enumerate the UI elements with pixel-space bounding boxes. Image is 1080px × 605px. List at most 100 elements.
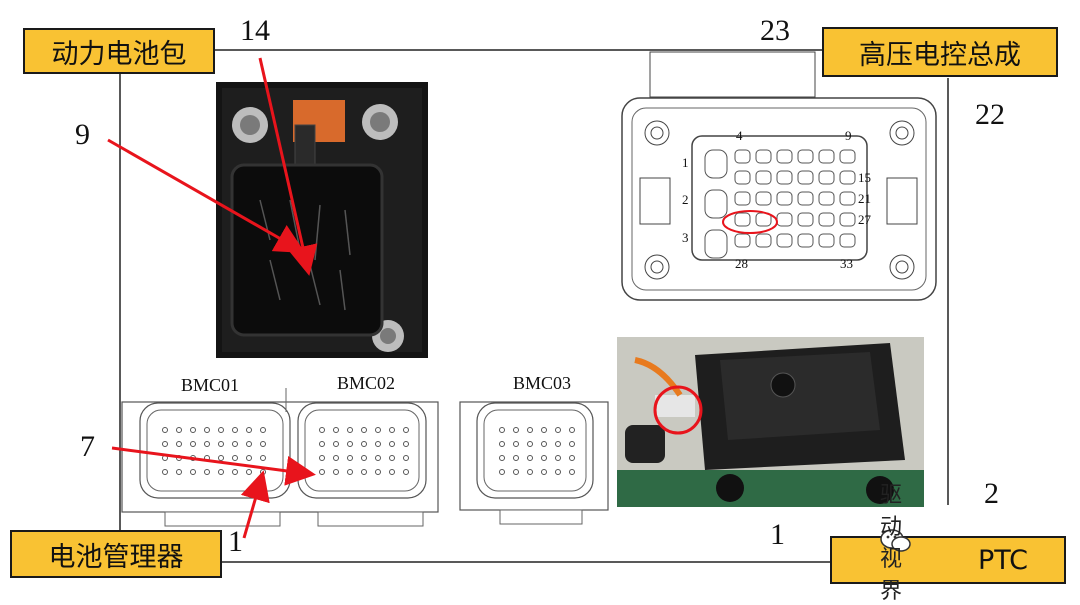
pin: [347, 455, 353, 461]
pin: [541, 455, 547, 461]
pin: [218, 427, 224, 433]
hv-pin: [734, 170, 751, 185]
pin: [319, 469, 325, 475]
pin: [260, 441, 266, 447]
pin: [361, 469, 367, 475]
hv-large-pin: [704, 189, 728, 219]
hv-pin: [839, 149, 856, 164]
pin: [527, 469, 533, 475]
hv-control-label: 高压电控总成: [822, 27, 1058, 77]
pin: [232, 469, 238, 475]
pin: [260, 427, 266, 433]
pin: [403, 427, 409, 433]
hv-connector-drawing: [621, 97, 937, 301]
wire-number-23: 23: [760, 14, 790, 47]
pin: [499, 455, 505, 461]
pin-label-15: 15: [858, 170, 871, 185]
pin: [499, 441, 505, 447]
pin: [569, 441, 575, 447]
pin: [333, 441, 339, 447]
pin: [555, 441, 561, 447]
pin: [555, 469, 561, 475]
pin: [541, 427, 547, 433]
hv-pin: [797, 170, 814, 185]
pin-label-9: 9: [845, 128, 852, 143]
pin: [319, 455, 325, 461]
pin: [319, 427, 325, 433]
watermark-text: 驱动视界: [880, 483, 903, 604]
wire-number-9: 9: [75, 118, 90, 151]
pin: [375, 427, 381, 433]
pin: [162, 427, 168, 433]
pin: [513, 441, 519, 447]
pin: [541, 441, 547, 447]
pin: [246, 441, 252, 447]
wire-number-1-left: 1: [228, 525, 243, 558]
pin: [347, 427, 353, 433]
pin: [403, 469, 409, 475]
pin: [204, 469, 210, 475]
pin: [204, 427, 210, 433]
hv-pin: [818, 149, 835, 164]
wire-number-7: 7: [80, 430, 95, 463]
hv-pin: [797, 191, 814, 206]
pin-label-33: 33: [840, 256, 853, 271]
pin: [162, 469, 168, 475]
pin-label-28: 28: [735, 256, 748, 271]
pin: [232, 427, 238, 433]
pin-label-2: 2: [682, 192, 689, 207]
pin: [232, 455, 238, 461]
watermark: 驱动视界: [880, 483, 912, 604]
bmc03-label: BMC03: [513, 373, 572, 393]
red-arrows: [107, 57, 318, 539]
pin: [389, 455, 395, 461]
pin: [499, 427, 505, 433]
pin: [319, 441, 325, 447]
hv-pin: [818, 212, 835, 227]
pin: [527, 427, 533, 433]
pin: [347, 441, 353, 447]
hv-pin: [818, 191, 835, 206]
bmc02-label: BMC02: [337, 373, 396, 393]
pin: [403, 441, 409, 447]
hv-pin: [734, 191, 751, 206]
pin: [232, 441, 238, 447]
hv-pin: [776, 149, 793, 164]
hv-pin: [734, 212, 751, 227]
pin: [333, 427, 339, 433]
ptc-photo: [617, 337, 924, 507]
pin: [375, 441, 381, 447]
pin: [527, 455, 533, 461]
hv-pin: [755, 191, 772, 206]
wire-number-1-mid: 1: [770, 518, 785, 551]
pin: [513, 427, 519, 433]
hv-large-pin: [704, 229, 728, 259]
pin: [555, 455, 561, 461]
hv-pin: [818, 170, 835, 185]
hv-pin: [839, 170, 856, 185]
pin: [218, 469, 224, 475]
wechat-icon: [880, 529, 911, 552]
hv-pin: [776, 233, 793, 248]
pin: [555, 427, 561, 433]
pin: [260, 455, 266, 461]
hv-pin: [734, 149, 751, 164]
pin: [403, 455, 409, 461]
pin: [176, 427, 182, 433]
pin: [513, 455, 519, 461]
pin: [246, 455, 252, 461]
pin: [347, 469, 353, 475]
pin: [375, 469, 381, 475]
hv-pin: [839, 212, 856, 227]
pin: [499, 469, 505, 475]
pin: [176, 469, 182, 475]
pin: [246, 427, 252, 433]
pin: [527, 441, 533, 447]
pin: [333, 455, 339, 461]
pin-label-3: 3: [682, 230, 689, 245]
wire-number-2: 2: [984, 477, 999, 510]
pin: [190, 469, 196, 475]
pin: [569, 469, 575, 475]
pin-label-27: 27: [858, 212, 871, 227]
hv-pin: [776, 170, 793, 185]
